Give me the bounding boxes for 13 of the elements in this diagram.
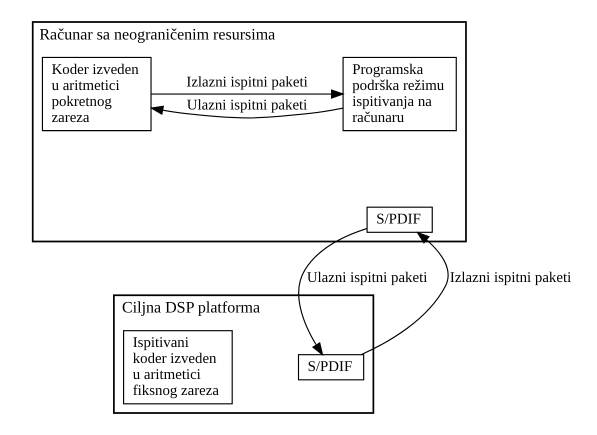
arrow — [151, 89, 345, 99]
edge-label: Ulazni ispitni paketi — [306, 270, 428, 286]
edge-label: Ulazni ispitni paketi — [186, 97, 308, 114]
edge-label: Izlazni ispitni paketi — [186, 74, 308, 90]
node-box: S/PDIF — [298, 354, 364, 380]
node-box: Koder izveden u aritmetici pokretnog zareza — [42, 56, 152, 132]
node-box: Programska podrška režimu ispitivanja na računaru — [342, 56, 457, 132]
edge-label: Izlazni ispitni paketi — [450, 270, 572, 286]
arrow — [150, 106, 343, 118]
node-box: Ispitivani koder izveden u aritmetici fiksnog zareza — [123, 330, 233, 404]
arrow — [361, 231, 449, 356]
node-box: S/PDIF — [366, 206, 433, 233]
arrow — [298, 228, 367, 356]
